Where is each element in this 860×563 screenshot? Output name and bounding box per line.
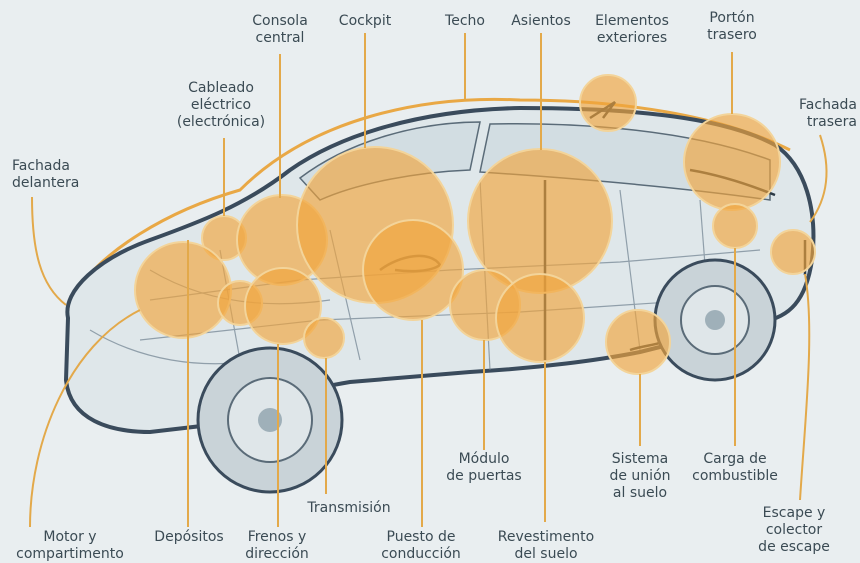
label-line: compartimento <box>16 546 124 563</box>
label-asientos: Asientos <box>511 13 571 30</box>
label-depositos: Depósitos <box>154 529 223 546</box>
label-line: eléctrico <box>177 97 265 114</box>
label-line: de escape <box>758 539 830 556</box>
label-line: al suelo <box>609 485 670 502</box>
label-porton-trasero: Portón trasero <box>707 10 757 44</box>
label-line: Transmisión <box>307 500 390 517</box>
label-line: (electrónica) <box>177 114 265 131</box>
label-puesto-conduccion: Puesto de conducción <box>381 529 461 563</box>
label-line: Elementos <box>595 13 669 30</box>
bubble-fachada-trasera <box>771 230 815 274</box>
label-line: Cableado <box>177 80 265 97</box>
label-line: Consola <box>252 13 308 30</box>
label-line: Carga de <box>692 451 778 468</box>
label-line: de puertas <box>446 468 521 485</box>
label-line: del suelo <box>498 546 594 563</box>
label-line: Techo <box>445 13 485 30</box>
label-frenos-direccion: Frenos y dirección <box>245 529 309 563</box>
label-line: delantera <box>12 175 79 192</box>
bubble-transmision <box>304 318 344 358</box>
label-line: Portón <box>707 10 757 27</box>
label-cockpit: Cockpit <box>339 13 391 30</box>
leader-fachada-delantera <box>32 197 66 305</box>
label-line: Asientos <box>511 13 571 30</box>
label-line: Motor y <box>16 529 124 546</box>
label-line: de unión <box>609 468 670 485</box>
label-line: Escape y <box>758 505 830 522</box>
bubble-puesto-conduccion <box>363 220 463 320</box>
label-sistema-union: Sistema de unión al suelo <box>609 451 670 502</box>
bubble-elementos-exteriores <box>580 75 636 131</box>
label-fachada-trasera: Fachada trasera <box>799 97 857 131</box>
bubble-porton-trasero <box>684 114 780 210</box>
front-wheel <box>198 348 342 492</box>
label-line: trasero <box>707 27 757 44</box>
label-revestimento-suelo: Revestimento del suelo <box>498 529 594 563</box>
label-line: dirección <box>245 546 309 563</box>
label-line: Fachada <box>799 97 857 114</box>
label-elementos-exteriores: Elementos exteriores <box>595 13 669 47</box>
label-line: colector <box>758 522 830 539</box>
label-line: Frenos y <box>245 529 309 546</box>
label-line: Revestimento <box>498 529 594 546</box>
label-escape-colector: Escape y colector de escape <box>758 505 830 556</box>
rear-wheel <box>655 260 775 380</box>
bubble-sistema-union <box>606 310 670 374</box>
label-modulo-puertas: Módulo de puertas <box>446 451 521 485</box>
label-transmision: Transmisión <box>307 500 390 517</box>
label-line: Depósitos <box>154 529 223 546</box>
bubble-carga-combustible <box>713 204 757 248</box>
label-motor-compartimento: Motor y compartimento <box>16 529 124 563</box>
label-line: Sistema <box>609 451 670 468</box>
label-line: trasera <box>799 114 857 131</box>
label-line: conducción <box>381 546 461 563</box>
label-line: Puesto de <box>381 529 461 546</box>
label-line: Cockpit <box>339 13 391 30</box>
label-line: exteriores <box>595 30 669 47</box>
label-carga-combustible: Carga de combustible <box>692 451 778 485</box>
label-line: Módulo <box>446 451 521 468</box>
label-line: Fachada <box>12 158 79 175</box>
label-line: combustible <box>692 468 778 485</box>
label-consola-central: Consola central <box>252 13 308 47</box>
label-techo: Techo <box>445 13 485 30</box>
label-cableado-electrico: Cableado eléctrico (electrónica) <box>177 80 265 131</box>
label-line: central <box>252 30 308 47</box>
bubble-motor <box>135 242 231 338</box>
bubble-revestimento <box>496 274 584 362</box>
leader-escape <box>800 274 809 500</box>
label-fachada-delantera: Fachada delantera <box>12 158 79 192</box>
